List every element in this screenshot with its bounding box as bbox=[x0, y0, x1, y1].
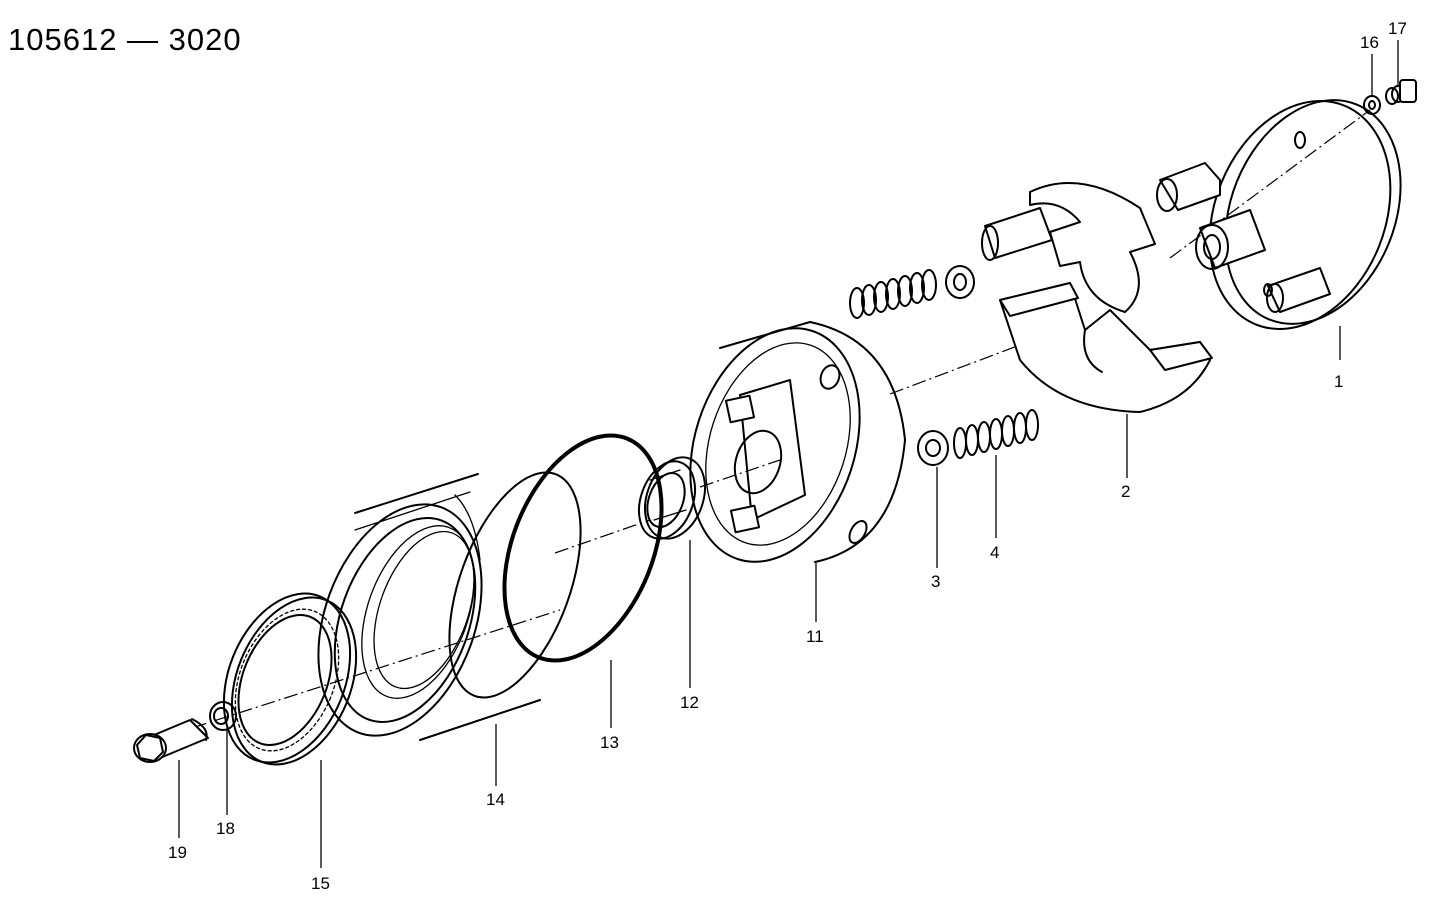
callout-16: 16 bbox=[1360, 33, 1379, 52]
callout-15: 15 bbox=[311, 874, 330, 893]
upper-spring bbox=[849, 269, 937, 319]
assembly-axis bbox=[169, 109, 1371, 736]
callout-12: 12 bbox=[680, 693, 699, 712]
callout-14: 14 bbox=[486, 790, 505, 809]
callout-labels: 1 2 3 4 11 12 13 14 15 16 17 18 19 bbox=[168, 19, 1407, 893]
callout-19: 19 bbox=[168, 843, 187, 862]
part-number-title: 105612 — 3020 bbox=[8, 22, 242, 57]
part-13-o-ring bbox=[502, 433, 664, 663]
part-12-bearing bbox=[637, 456, 706, 540]
part-2-rotor bbox=[981, 182, 1213, 413]
callout-1: 1 bbox=[1334, 372, 1343, 391]
callout-13: 13 bbox=[600, 733, 619, 752]
callout-3: 3 bbox=[931, 572, 940, 591]
part-1-end-plate bbox=[1156, 99, 1402, 330]
callout-18: 18 bbox=[216, 819, 235, 838]
upper-washer bbox=[945, 265, 975, 299]
part-3-washer bbox=[917, 430, 949, 466]
part-16-washer bbox=[1363, 95, 1381, 115]
callout-4: 4 bbox=[990, 543, 999, 562]
part-11-pump-body bbox=[689, 321, 906, 563]
part-14-housing bbox=[317, 471, 582, 741]
callout-2: 2 bbox=[1121, 482, 1130, 501]
leader-lines bbox=[178, 40, 1399, 868]
callout-17: 17 bbox=[1388, 19, 1407, 38]
part-4-spring bbox=[953, 409, 1039, 459]
part-17-bolt bbox=[1385, 79, 1417, 105]
callout-11: 11 bbox=[806, 627, 824, 646]
part-19-plug bbox=[133, 718, 209, 763]
